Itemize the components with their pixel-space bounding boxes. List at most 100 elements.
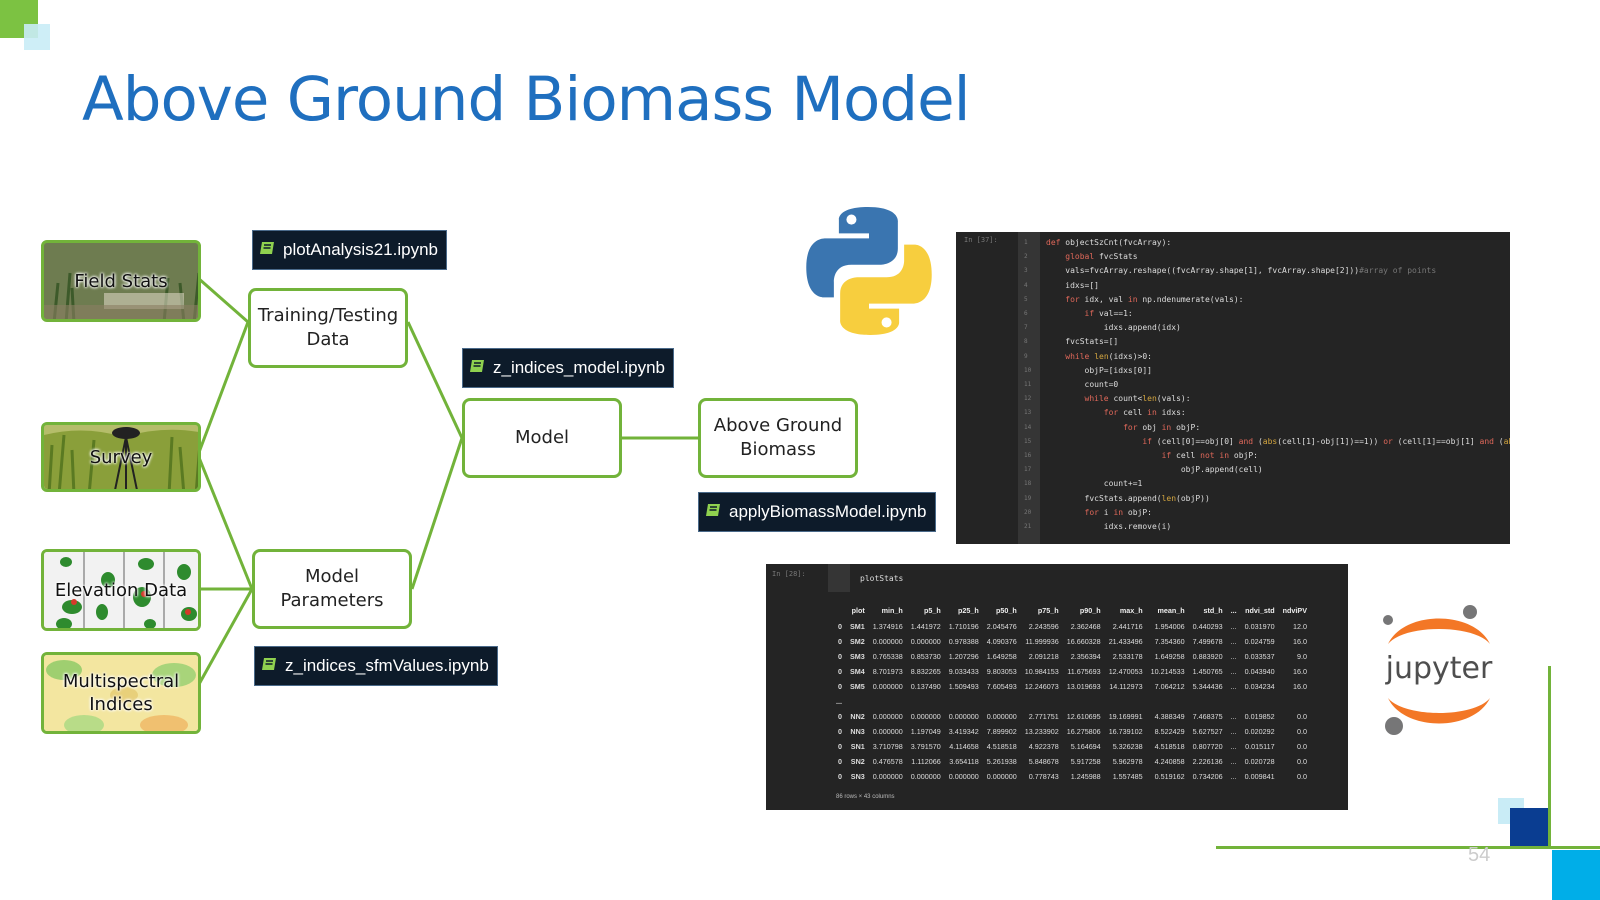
table-cell: 10.984153 [1024, 667, 1059, 676]
table-cell: 1.649258 [1154, 652, 1185, 661]
code-line: def objectSzCnt(fvcArray): [1046, 238, 1172, 247]
table-cell: 0.000000 [872, 637, 903, 646]
table-cell: 1.112066 [911, 757, 941, 766]
node-training-testing-data: Training/Testing Data [248, 288, 408, 368]
table-cell: ... [1230, 757, 1237, 766]
table-cell: SM2 [850, 637, 865, 646]
corner-square-cyan [1552, 850, 1600, 900]
line-gutter [1018, 232, 1040, 544]
table-cell: 0.020292 [1244, 727, 1275, 736]
line-number: 5 [1024, 295, 1028, 303]
code-line: for idx, val in np.ndenumerate(vals): [1065, 294, 1244, 304]
table-cell: 0.440293 [1192, 622, 1223, 631]
table-cell: 0.000000 [910, 772, 941, 781]
cell-prompt: In [37]: [964, 236, 998, 244]
table-cell [945, 694, 983, 709]
table-cell [1279, 694, 1311, 709]
table-cell: 3.419342 [948, 727, 979, 736]
table-cell: 0.765338 [872, 652, 903, 661]
divider-vertical [1548, 666, 1551, 848]
line-number: 7 [1024, 324, 1028, 332]
table-cell: ... [1230, 622, 1237, 631]
table-cell [1227, 694, 1241, 709]
table-cell: 1.710196 [948, 622, 979, 631]
table-cell: 9.803053 [986, 667, 1017, 676]
notebook-plot-analysis: plotAnalysis21.ipynb [252, 230, 447, 270]
table-cell: 16.0 [1293, 667, 1307, 676]
table-cell [1147, 694, 1189, 709]
column-header: ndviPV [1282, 606, 1307, 615]
table-cell: SM5 [850, 682, 865, 691]
node-above-ground-biomass: Above Ground Biomass [698, 398, 858, 478]
table-cell: 2.243596 [1028, 622, 1059, 631]
table-cell: 0.015117 [1245, 742, 1275, 751]
table-cell: 3.654118 [949, 757, 979, 766]
table-cell: 5.326238 [1112, 742, 1143, 751]
table-cell: 0 [838, 727, 842, 736]
table-cell: 1.557485 [1112, 772, 1143, 781]
table-cell: 11.999936 [1025, 637, 1059, 646]
table-cell: 2.356394 [1070, 652, 1101, 661]
cell-prompt: In [28]: [772, 570, 806, 578]
table-cell [1241, 694, 1279, 709]
table-cell: SN1 [850, 742, 865, 751]
table-cell [846, 694, 869, 709]
code-line: while count<len(vals): [1084, 394, 1191, 404]
line-number: 9 [1024, 352, 1028, 360]
table-cell: 7.899902 [986, 727, 1017, 736]
table-cell: 13.019693 [1066, 682, 1101, 691]
table-cell [907, 694, 945, 709]
code-line: if cell not in objP: [1161, 451, 1258, 460]
table-cell: 4.090376 [986, 637, 1017, 646]
table-cell: 2.441716 [1112, 622, 1143, 631]
table-cell: 16.0 [1293, 682, 1307, 691]
table-cell: 5.917258 [1070, 757, 1101, 766]
jupyter-wordmark: jupyter [1385, 651, 1493, 686]
table-cell: 10.214533 [1150, 667, 1185, 676]
table-cell: 0 [838, 682, 842, 691]
table-cell: 2.771751 [1028, 712, 1059, 721]
table-cell: 19.169991 [1108, 712, 1143, 721]
code-line: idxs.remove(i) [1046, 522, 1172, 531]
line-number: 17 [1024, 466, 1032, 474]
line-number: 16 [1024, 452, 1032, 459]
table-cell: 0.883920 [1192, 652, 1223, 661]
column-header: p25_h [957, 606, 979, 615]
table-cell: 0.000000 [948, 712, 979, 721]
column-header: ... [1230, 606, 1237, 615]
line-number: 3 [1024, 267, 1028, 275]
node-model: Model [462, 398, 622, 478]
table-cell: 2.226136 [1192, 757, 1223, 766]
table-cell: 0.000000 [872, 712, 903, 721]
table-cell: 0.978388 [948, 637, 979, 646]
table-cell: 0.000000 [948, 772, 979, 781]
line-number: 8 [1024, 338, 1028, 346]
table-cell: NN2 [850, 712, 865, 721]
table-cell: 9.0 [1297, 652, 1307, 661]
table-cell: SN3 [850, 772, 865, 781]
line-number: 20 [1024, 508, 1032, 516]
table-cell: 21.433496 [1108, 637, 1143, 646]
table-cell: 7.468375 [1192, 712, 1223, 721]
table-cell: 0 [838, 757, 842, 766]
table-cell: ... [1230, 712, 1237, 721]
column-header: ndvi_std [1245, 606, 1275, 615]
multispectral-map [44, 655, 198, 731]
line-number: 2 [1024, 253, 1028, 261]
table-cell: 0.020728 [1244, 757, 1275, 766]
table-cell: 8.701973 [872, 667, 903, 676]
table-cell: 4.518518 [986, 742, 1017, 751]
table-cell: ... [1230, 637, 1237, 646]
table-cell: 0.034234 [1244, 682, 1275, 691]
table-cell: 5.344436 [1192, 682, 1223, 691]
page-title: Above Ground Biomass Model [82, 64, 971, 135]
table-cell: 4.922378 [1028, 742, 1059, 751]
table-cell: 0.019852 [1244, 712, 1275, 721]
source-survey: Survey [41, 422, 201, 492]
table-cell: 0.853730 [910, 652, 941, 661]
table-cell: 7.064212 [1154, 682, 1185, 691]
